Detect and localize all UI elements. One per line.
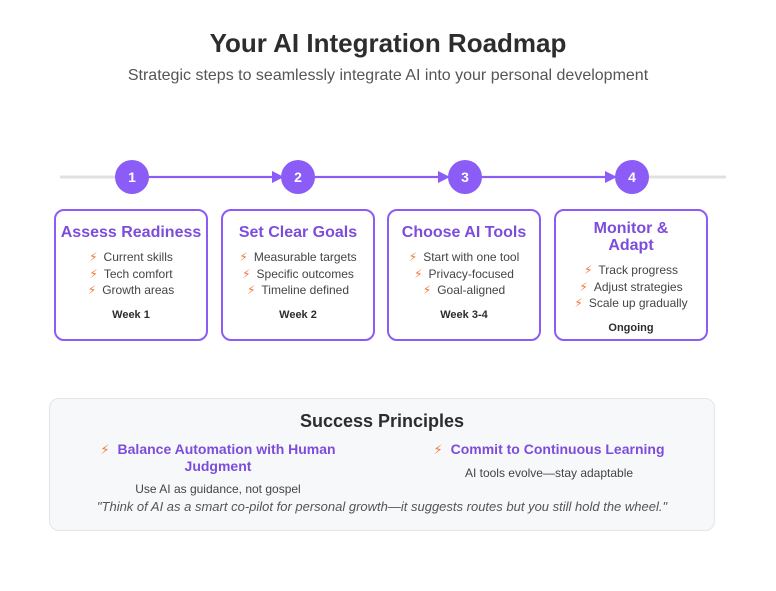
step-card-monitor-adapt: Monitor & Adapt ⚡Track progress ⚡Adjust … <box>554 209 708 341</box>
lightning-bolt-icon: ⚡ <box>100 442 110 457</box>
step-item: ⚡Start with one tool <box>408 250 520 264</box>
roadmap-timeline: 1 2 3 4 <box>60 160 726 194</box>
step-marker-1 <box>115 160 149 194</box>
step-title: Monitor & Adapt <box>593 220 669 254</box>
lightning-bolt-icon: ⚡ <box>408 250 418 264</box>
step-item: ⚡Privacy-focused <box>414 266 514 281</box>
step-timeframe: Week 1 <box>112 308 150 321</box>
step-number-2: 2 <box>294 169 302 185</box>
page-subtitle: Strategic steps to seamlessly integrate … <box>127 67 649 84</box>
step-item: ⚡Current skills <box>89 250 173 264</box>
lightning-bolt-icon: ⚡ <box>242 266 251 281</box>
lightning-bolt-icon: ⚡ <box>89 266 98 281</box>
lightning-bolt-icon: ⚡ <box>579 279 588 294</box>
step-number-1: 1 <box>128 169 136 185</box>
step-item: ⚡Growth areas <box>87 283 175 297</box>
step-item: ⚡Measurable targets <box>239 250 357 264</box>
principle-heading: ⚡Commit to Continuous Learning <box>433 441 665 457</box>
step-timeframe: Week 2 <box>279 308 317 321</box>
success-principles-panel: Success Principles ⚡Balance Automation w… <box>49 398 715 531</box>
step-number-4: 4 <box>628 169 636 185</box>
lightning-bolt-icon: ⚡ <box>422 283 432 297</box>
step-item: ⚡Adjust strategies <box>579 279 683 294</box>
step-card-assess-readiness: Assess Readiness ⚡Current skills ⚡Tech c… <box>54 209 208 341</box>
step-card-choose-ai-tools: Choose AI Tools ⚡Start with one tool ⚡Pr… <box>387 209 541 341</box>
step-item: ⚡Goal-aligned <box>422 283 506 297</box>
lightning-bolt-icon: ⚡ <box>246 283 256 297</box>
step-timeframe: Week 3-4 <box>440 308 488 321</box>
step-item: ⚡Tech comfort <box>89 266 173 281</box>
page-title: Your AI Integration Roadmap <box>209 28 567 58</box>
principle-heading: ⚡Balance Automation with Human Judgment <box>100 441 336 474</box>
step-item: ⚡Timeline defined <box>246 283 350 297</box>
step-title: Choose AI Tools <box>401 224 527 241</box>
principles-title: Success Principles <box>299 411 465 431</box>
lightning-bolt-icon: ⚡ <box>89 250 98 264</box>
lightning-bolt-icon: ⚡ <box>433 442 443 457</box>
principle-continuous-learning: ⚡Commit to Continuous Learning AI tools … <box>399 441 699 480</box>
lightning-bolt-icon: ⚡ <box>414 266 423 281</box>
step-marker-2 <box>281 160 315 194</box>
lightning-bolt-icon: ⚡ <box>574 296 583 310</box>
lightning-bolt-icon: ⚡ <box>239 250 248 264</box>
principle-description: AI tools evolve—stay adaptable <box>464 466 634 480</box>
step-title: Set Clear Goals <box>238 224 358 241</box>
lightning-bolt-icon: ⚡ <box>87 283 97 297</box>
step-marker-3 <box>448 160 482 194</box>
step-timeframe: Ongoing <box>608 321 654 334</box>
step-item: ⚡Scale up gradually <box>574 296 688 310</box>
step-marker-4 <box>615 160 649 194</box>
lightning-bolt-icon: ⚡ <box>583 263 593 277</box>
step-number-3: 3 <box>461 169 469 185</box>
step-item: ⚡Specific outcomes <box>242 266 354 281</box>
step-card-set-clear-goals: Set Clear Goals ⚡Measurable targets ⚡Spe… <box>221 209 375 341</box>
step-item: ⚡Track progress <box>583 263 678 277</box>
principle-balance-automation: ⚡Balance Automation with Human Judgment … <box>68 441 368 496</box>
principle-description: Use AI as guidance, not gospel <box>135 482 301 496</box>
principles-quote: "Think of AI as a smart co-pilot for per… <box>96 499 668 514</box>
step-title: Assess Readiness <box>60 224 202 241</box>
